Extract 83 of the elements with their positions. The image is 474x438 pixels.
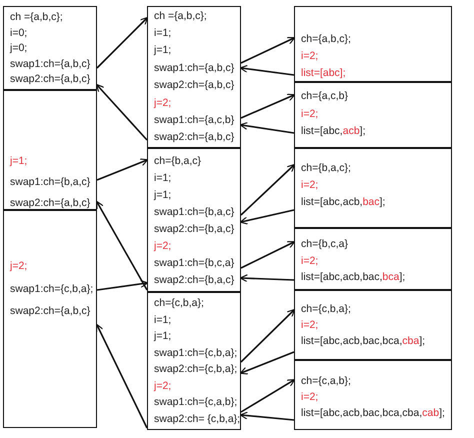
arrow — [96, 84, 148, 141]
code-line: i=2; — [300, 254, 320, 268]
code-line: ch={c,b,a}; — [300, 302, 352, 317]
code-line: swap2:ch={b,a,c} — [153, 222, 236, 236]
code-line: list=[abc]; — [300, 66, 347, 80]
code-line: ch ={a,b,c}; — [153, 8, 208, 24]
code-line: swap2:ch={a,b,c} — [153, 78, 236, 94]
code-line: swap2:ch={a,b,c} — [9, 72, 92, 87]
code-box — [294, 148, 452, 228]
arrow — [240, 94, 296, 119]
code-line: list=[abc,acb]; — [300, 124, 367, 139]
code-line: j=2; — [152, 238, 172, 254]
arrow — [240, 351, 294, 374]
code-line: swap1:ch={a,b,c} — [153, 60, 236, 76]
code-line: ch={b,a,c} — [153, 154, 202, 168]
code-line: list=[abc,acb,bac,bca,cba]; — [300, 334, 426, 349]
code-line: j=1; — [152, 329, 172, 344]
arrow — [96, 280, 148, 291]
code-line: j=1; — [152, 188, 172, 202]
code-line: swap2:ch={c,b,a}; — [153, 362, 238, 377]
code-line: swap1:ch={a,c,b} — [153, 112, 236, 128]
code-box — [3, 90, 97, 210]
code-line: ch={a,c,b} — [300, 89, 349, 104]
code-line: ch={b,c,a} — [300, 237, 349, 252]
code-line: swap1:ch={c,b,a}; — [9, 282, 94, 296]
code-line: swap1:ch={b,a,c} — [9, 174, 92, 190]
code-line: swap2:ch={a,b,c} — [9, 304, 92, 319]
code-line: ch={c,b,a}; — [153, 296, 205, 311]
arrow — [96, 324, 148, 428]
code-line: i=1; — [153, 26, 172, 41]
code-box — [3, 210, 97, 428]
code-line: j=0; — [8, 41, 28, 56]
code-line: swap1:ch={b,c,a} — [153, 256, 236, 270]
code-line: swap2:ch= {c,b,a}; — [153, 412, 240, 426]
code-line: ch={b,a,c}; — [300, 160, 352, 176]
code-line: list=[abc,acb,bac]; — [300, 194, 386, 210]
code-box — [294, 290, 452, 360]
code-line: i=2; — [300, 106, 320, 122]
arrow — [240, 36, 296, 64]
code-box — [294, 360, 452, 430]
arrow — [96, 158, 148, 181]
code-line: swap2:ch={b,a,c} — [153, 272, 236, 288]
code-line: swap1:ch={c,a,b}; — [153, 395, 238, 410]
code-line: i=1; — [153, 312, 172, 328]
arrow — [240, 241, 296, 269]
arrow — [240, 209, 294, 225]
arrow — [240, 122, 294, 134]
arrow — [240, 64, 294, 76]
code-line: j=2; — [152, 96, 172, 111]
code-line: i=2; — [300, 318, 320, 333]
code-line: i=2; — [300, 178, 320, 192]
code-line: ch={a,b,c}; — [300, 32, 352, 46]
arrow — [96, 16, 148, 69]
code-line: swap1:ch={a,b,c} — [9, 56, 92, 72]
arrow — [240, 379, 296, 413]
code-line: ch={c,a,b}; — [300, 374, 352, 389]
code-box — [147, 6, 241, 148]
code-line: swap2:ch={a,b,c} — [9, 196, 92, 210]
arrow — [240, 164, 296, 216]
code-line: j=1; — [8, 154, 28, 168]
code-line: j=2; — [8, 259, 28, 274]
code-line: list=[abc,acb,bac,bca]; — [300, 270, 406, 285]
code-line: i=0; — [9, 26, 28, 40]
code-line: i=1; — [153, 170, 172, 186]
code-line: i=2; — [300, 390, 320, 405]
code-line: i=2; — [300, 48, 320, 64]
arrow — [96, 200, 148, 290]
code-line: swap1:ch={b,a,c} — [153, 204, 236, 220]
code-line: swap1:ch={c,b,a}; — [153, 346, 238, 360]
code-box — [147, 292, 241, 430]
arrow — [240, 274, 294, 282]
code-line: list=[abc,acb,bac,bca,cba,cab]; — [300, 406, 446, 421]
code-box — [294, 6, 452, 82]
code-box — [3, 6, 97, 90]
code-box — [294, 82, 452, 148]
code-line: j=1; — [152, 43, 172, 58]
code-line: swap2:ch={a,b,c} — [153, 130, 236, 146]
code-line: ch ={a,b,c}; — [9, 10, 64, 25]
code-line: j=2; — [152, 378, 172, 394]
code-box — [294, 228, 452, 290]
arrow — [240, 412, 294, 421]
arrow — [240, 308, 296, 363]
code-box — [147, 148, 241, 292]
